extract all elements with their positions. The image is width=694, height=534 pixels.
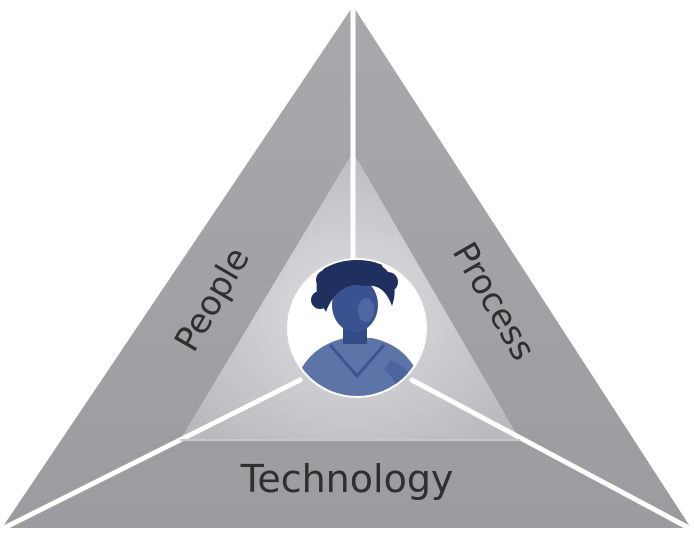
technology-label: Technology	[240, 457, 454, 501]
person-portrait-icon	[287, 258, 427, 398]
segment-dividers	[1, 3, 692, 531]
